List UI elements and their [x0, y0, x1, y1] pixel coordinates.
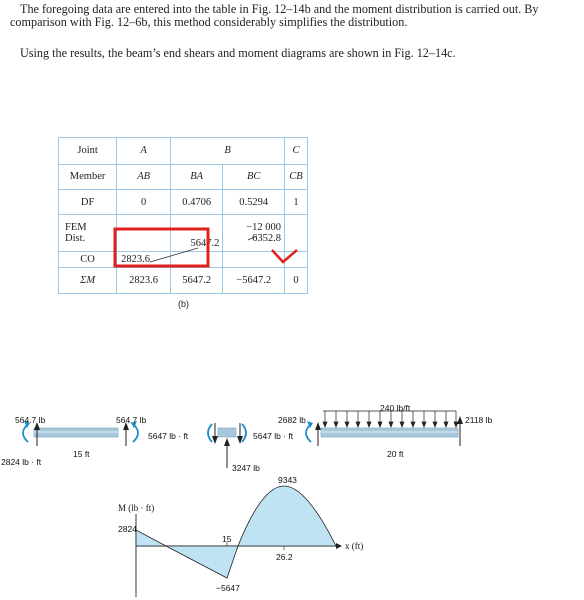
- label-b-shear-right: 2682 lb: [278, 415, 306, 425]
- moment-region-a: [135, 529, 167, 547]
- shear-arrow-b-left-head: [123, 422, 129, 430]
- table-row-fem-dist: FEM Dist. 5647.2 −12 000 6352.8: [57, 214, 308, 253]
- label-b-moment-left: 5647 lb · ft: [148, 431, 189, 441]
- df-cb: 1: [284, 188, 308, 216]
- distributed-load-arrows: [322, 411, 459, 428]
- moment-arrow-b-elem-left: [207, 423, 213, 443]
- label-a-shear: 564.7 lb: [15, 415, 46, 425]
- dist-bc: 6352.8: [252, 233, 282, 245]
- moment-arrow-b-left-head: [131, 421, 137, 428]
- label-a-moment: 2824 lb · ft: [1, 457, 42, 467]
- table-row-df: DF 0 0.4706 0.5294 1: [57, 188, 308, 216]
- co-label: CO: [57, 251, 118, 269]
- sum-ba: 5647.2: [170, 267, 224, 294]
- sum-cb: 0: [284, 267, 308, 294]
- label-2824: 2824: [118, 524, 137, 534]
- label-load: 240 lb/ft: [380, 403, 411, 413]
- moment-arrow-b-right-head: [307, 421, 313, 428]
- moment-region-b: [165, 545, 239, 579]
- df-ab: 0: [116, 188, 172, 216]
- label-15: 15: [222, 534, 232, 544]
- fem-dist-bc: −12 000 6352.8: [222, 214, 286, 253]
- check-mark-icon: [271, 249, 298, 264]
- joint-a: A: [116, 137, 172, 165]
- label-neg5647: −5647: [216, 583, 240, 593]
- label-span1: 15 ft: [73, 449, 90, 459]
- highlight-box: [113, 227, 210, 268]
- reaction-arrow-b-head: [224, 438, 230, 446]
- paragraph-2: Using the results, the beam’s end shears…: [20, 46, 456, 60]
- x-axis-arrow-head: [336, 543, 342, 549]
- moment-diagram-ylabel: M (lb · ft): [118, 503, 155, 513]
- shear-arrow-a-head: [34, 422, 40, 430]
- fem-label: FEM: [65, 222, 87, 234]
- label-c-shear: 2118 lb: [465, 415, 493, 425]
- support-b-element: [217, 427, 237, 438]
- moment-distribution-table: Joint A B C Member AB BA BC CB DF 0 0.47…: [57, 137, 308, 294]
- dist-label: Dist.: [65, 233, 86, 245]
- member-bc: BC: [222, 163, 286, 190]
- fem-dist-ab: [116, 214, 172, 253]
- df-label: DF: [57, 188, 118, 216]
- df-ba: 0.4706: [170, 188, 224, 216]
- table-row-co: CO 2823.6: [57, 251, 308, 269]
- table-row-sum: ΣM 2823.6 5647.2 −5647.2 0: [57, 267, 308, 294]
- sum-ab: 2823.6: [116, 267, 172, 294]
- joint-label: Joint: [57, 137, 118, 165]
- label-b-shear-left: 564.7 lb: [116, 415, 147, 425]
- shear-arrow-b-elem-right-head: [237, 436, 243, 444]
- moment-diagram-xlabel: x (ft): [345, 541, 364, 551]
- label-262: 26.2: [276, 552, 293, 562]
- dist-ba: 5647.2: [170, 214, 224, 253]
- table-row-joint: Joint A B C: [57, 137, 308, 165]
- carryover-arrow-ab: [149, 247, 199, 263]
- label-b-reaction: 3247 lb: [232, 463, 260, 473]
- shear-arrow-b-elem-left-head: [212, 436, 218, 444]
- label-9343: 9343: [278, 475, 297, 485]
- shear-arrow-c-head: [457, 416, 463, 424]
- moment-region-bc: [237, 485, 337, 547]
- label-b-moment-right: 5647 lb · ft: [253, 431, 294, 441]
- carryover-arrow-bc: [247, 235, 258, 241]
- figure-b-caption: (b): [178, 299, 189, 309]
- member-ba: BA: [170, 163, 224, 190]
- sum-label: ΣM: [57, 267, 118, 294]
- moment-arrow-b-elem-right: [241, 423, 247, 443]
- sum-bc: −5647.2: [222, 267, 286, 294]
- fem-bc: −12 000: [246, 222, 282, 234]
- moment-arrow-a-head: [24, 421, 30, 428]
- paragraph-1: The foregoing data are entered into the …: [10, 2, 539, 29]
- label-span2: 20 ft: [387, 449, 404, 459]
- shear-arrow-b-right-head: [315, 422, 321, 430]
